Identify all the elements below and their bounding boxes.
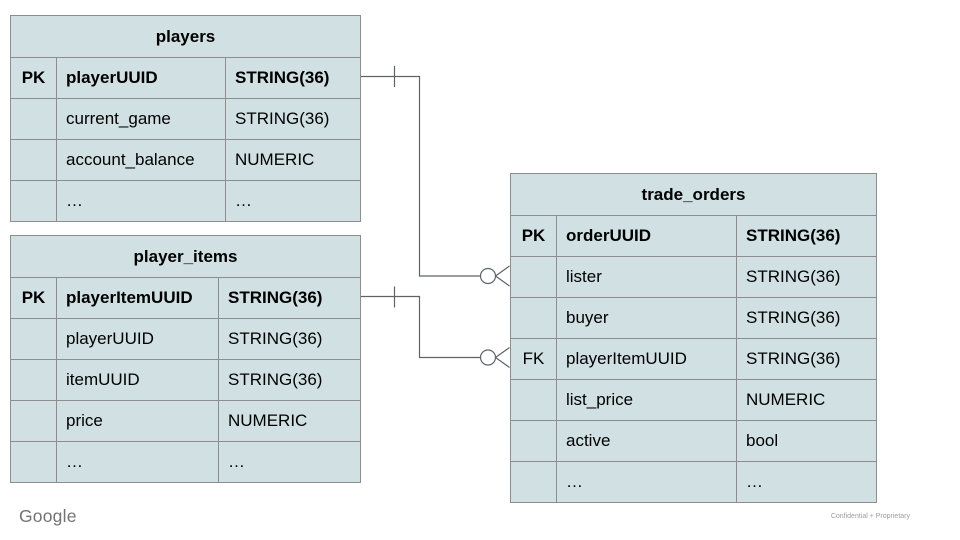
cell-name: … — [57, 181, 226, 221]
table-row: playerUUID STRING(36) — [11, 318, 360, 359]
cell-key — [511, 380, 557, 420]
entity-table-player-items: player_items PK playerItemUUID STRING(36… — [10, 235, 361, 483]
crow-foot-upper — [495, 347, 510, 358]
table-title: trade_orders — [641, 184, 746, 204]
table-row: FK playerItemUUID STRING(36) — [511, 338, 876, 379]
cell-type: STRING(36) — [235, 68, 330, 87]
cell-key — [11, 140, 57, 180]
cell-name: … — [57, 442, 219, 482]
cell-name: playerItemUUID — [557, 339, 737, 379]
cell-type: STRING(36) — [228, 370, 323, 389]
cell-key — [11, 181, 57, 221]
cell-name: lister — [557, 257, 737, 297]
relationship-player-items-to-trade-orders — [361, 286, 510, 368]
cell-type: STRING(36) — [228, 329, 323, 348]
entity-table-trade-orders: trade_orders PK orderUUID STRING(36) lis… — [510, 173, 877, 503]
table-row: active bool — [511, 420, 876, 461]
cell-key: PK — [511, 216, 557, 256]
table-title: players — [155, 26, 216, 46]
cell-type: STRING(36) — [746, 349, 841, 368]
cell-name: account_balance — [57, 140, 226, 180]
table-row: PK orderUUID STRING(36) — [511, 215, 876, 256]
cell-name: buyer — [557, 298, 737, 338]
cell-type: STRING(36) — [746, 226, 841, 245]
google-logo: Google — [19, 506, 77, 526]
cell-key — [511, 421, 557, 461]
table-row: PK playerItemUUID STRING(36) — [11, 277, 360, 318]
table-row: buyer STRING(36) — [511, 297, 876, 338]
cell-type: … — [228, 452, 245, 471]
crow-foot-lower — [495, 275, 510, 287]
cell-type: bool — [746, 431, 779, 450]
table-row: … … — [11, 441, 360, 482]
entity-table-players: players PK playerUUID STRING(36) current… — [10, 15, 361, 222]
table-row: … … — [511, 461, 876, 502]
table-row: itemUUID STRING(36) — [11, 359, 360, 400]
cell-type: NUMERIC — [228, 411, 308, 430]
cell-name: current_game — [57, 99, 226, 139]
cell-name: playerUUID — [57, 319, 219, 359]
cell-type: STRING(36) — [228, 288, 323, 307]
cell-type: … — [746, 472, 763, 491]
cell-name: … — [557, 462, 737, 502]
cell-type: NUMERIC — [746, 390, 826, 409]
table-row: account_balance NUMERIC — [11, 139, 360, 180]
cell-type: NUMERIC — [235, 150, 315, 169]
cell-key — [11, 360, 57, 400]
cell-key: PK — [11, 278, 57, 318]
crow-foot-lower — [495, 357, 510, 368]
cardinality-zero-circle — [479, 349, 497, 366]
cell-key: FK — [511, 339, 557, 379]
cell-key — [511, 298, 557, 338]
cell-key — [511, 257, 557, 297]
cell-type: … — [235, 191, 252, 210]
cell-name: orderUUID — [557, 216, 737, 256]
cell-key — [11, 319, 57, 359]
cell-name: playerUUID — [57, 58, 226, 98]
cell-key — [11, 401, 57, 441]
cardinality-zero-circle — [479, 267, 497, 285]
cell-key: PK — [11, 58, 57, 98]
cell-name: playerItemUUID — [57, 278, 219, 318]
table-row: lister STRING(36) — [511, 256, 876, 297]
cell-key — [11, 99, 57, 139]
cell-key — [11, 442, 57, 482]
table-row: … … — [11, 180, 360, 221]
cell-type: STRING(36) — [746, 267, 841, 286]
cell-key — [511, 462, 557, 502]
cell-type: STRING(36) — [746, 308, 841, 327]
cell-name: list_price — [557, 380, 737, 420]
cell-name: active — [557, 421, 737, 461]
confidential-footer: Confidential + Proprietary — [830, 513, 910, 520]
table-row: current_game STRING(36) — [11, 98, 360, 139]
relationship-players-to-trade-orders — [361, 66, 510, 287]
cell-name: itemUUID — [57, 360, 219, 400]
cell-type: STRING(36) — [235, 109, 330, 128]
table-row: PK playerUUID STRING(36) — [11, 57, 360, 98]
table-row: list_price NUMERIC — [511, 379, 876, 420]
cell-name: price — [57, 401, 219, 441]
table-row: price NUMERIC — [11, 400, 360, 441]
crow-foot-upper — [495, 265, 510, 277]
table-title: player_items — [133, 246, 238, 266]
